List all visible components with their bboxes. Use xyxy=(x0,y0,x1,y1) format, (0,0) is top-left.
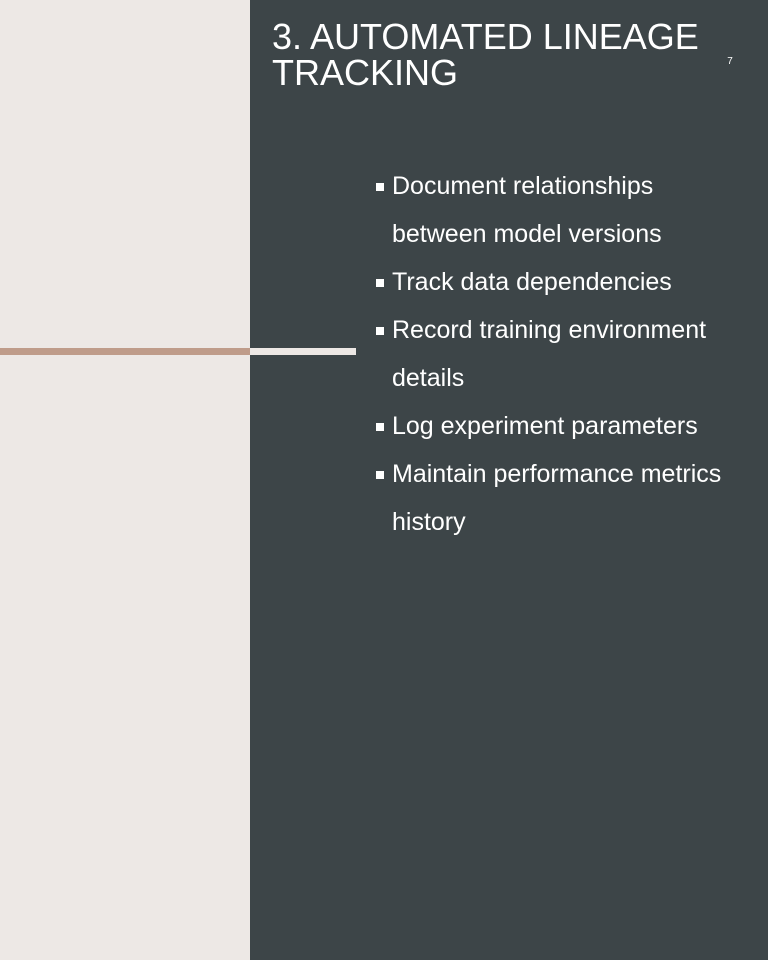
bullet-item: Track data dependencies xyxy=(374,258,744,306)
accent-line-left xyxy=(0,348,250,355)
bullet-text: Record training environment details xyxy=(392,316,707,392)
square-bullet-icon xyxy=(376,183,384,191)
bullet-text: Track data dependencies xyxy=(392,268,672,296)
square-bullet-icon xyxy=(376,471,384,479)
slide-title: 3. AUTOMATED LINEAGE TRACKING xyxy=(272,16,699,93)
square-bullet-icon xyxy=(376,423,384,431)
square-bullet-icon xyxy=(376,327,384,335)
page-number: 7 xyxy=(727,56,733,67)
right-panel xyxy=(250,0,768,960)
left-panel xyxy=(0,0,250,960)
bullet-text: Log experiment parameters xyxy=(392,412,698,440)
bullet-item: Log experiment parameters xyxy=(374,402,744,450)
square-bullet-icon xyxy=(376,279,384,287)
accent-line-right xyxy=(250,348,356,355)
bullet-item: Document relationships between model ver… xyxy=(374,162,744,258)
bullet-item: Record training environment details xyxy=(374,306,744,402)
bullet-text: Document relationships between model ver… xyxy=(392,172,662,248)
bullet-item: Maintain performance metrics history xyxy=(374,450,744,546)
bullet-text: Maintain performance metrics history xyxy=(392,460,722,536)
bullet-list: Document relationships between model ver… xyxy=(374,162,744,546)
